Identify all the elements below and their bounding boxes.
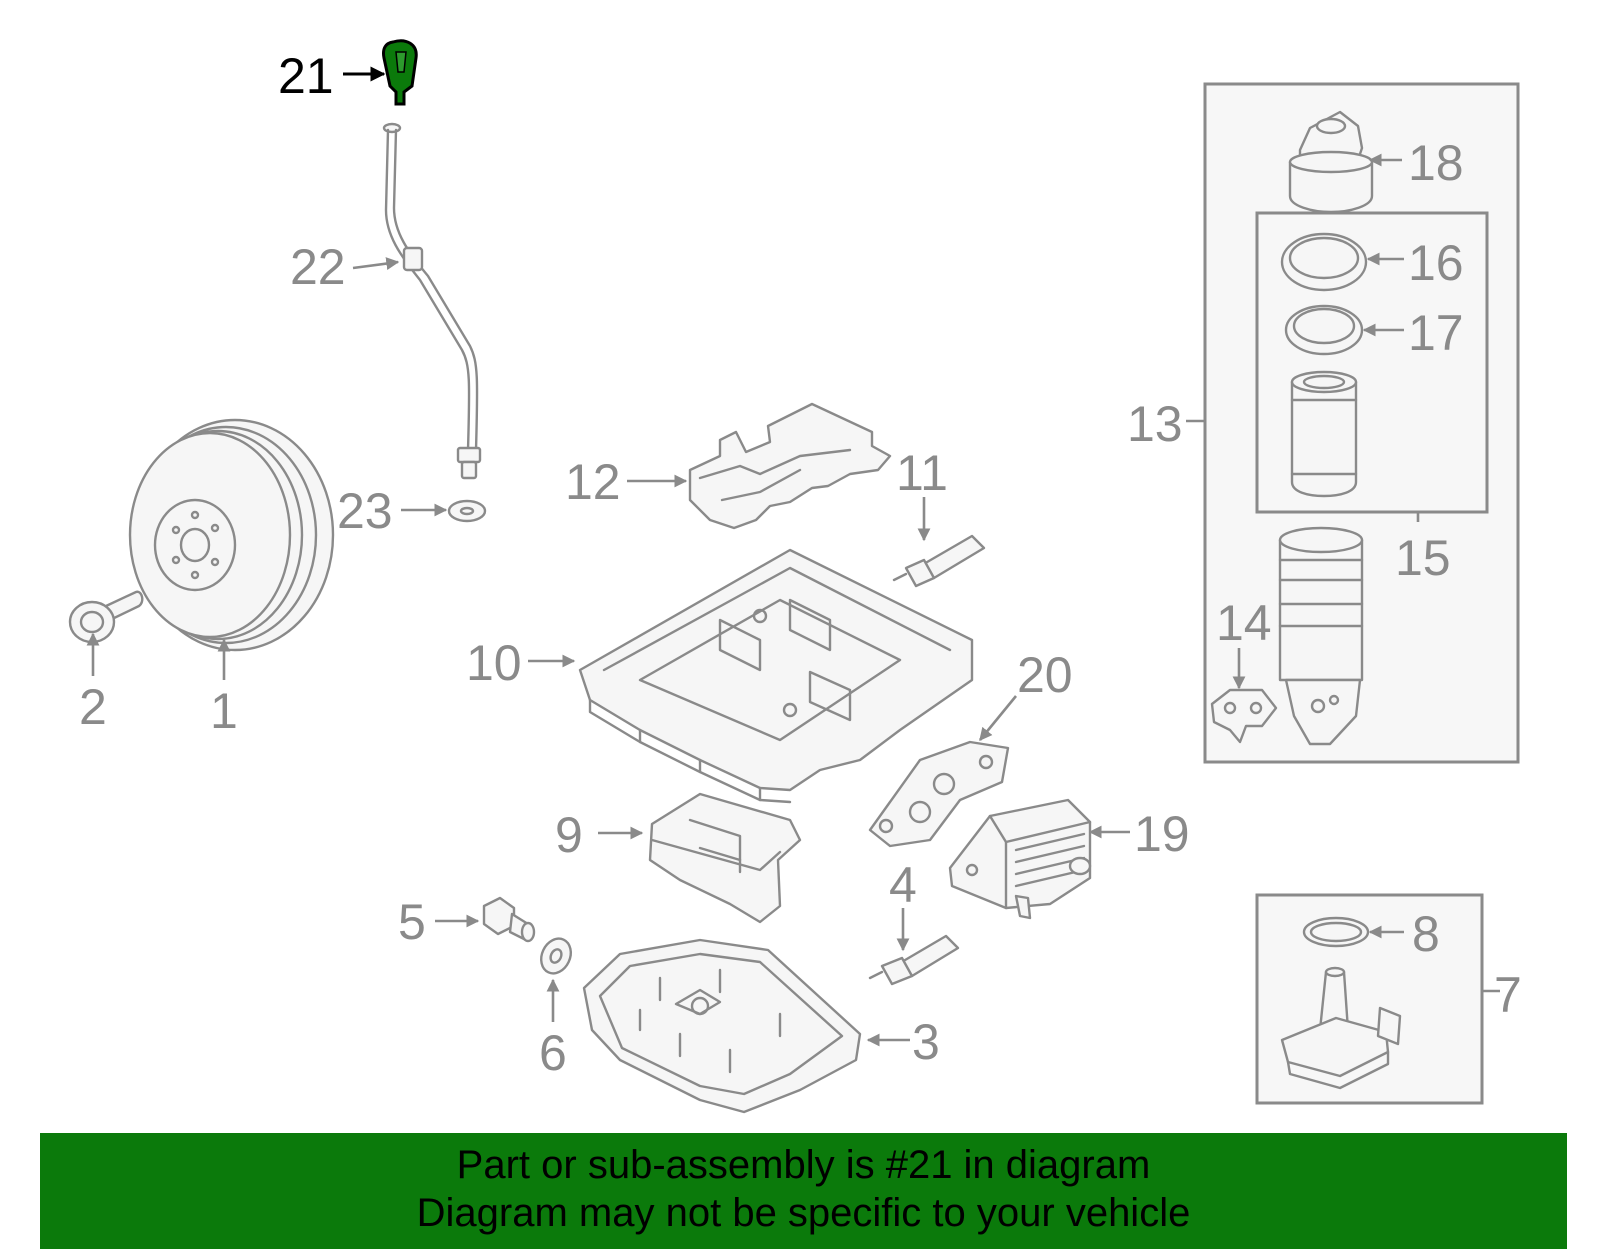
callout-4[interactable]: 4 — [889, 857, 917, 913]
banner-vehicle-disclaimer: Diagram may not be specific to your vehi… — [416, 1191, 1191, 1235]
oil-baffle-part-9[interactable] — [648, 792, 802, 924]
callout-18[interactable]: 18 — [1408, 135, 1464, 191]
callout-13[interactable]: 13 — [1127, 396, 1183, 452]
callout-1[interactable]: 1 — [210, 683, 238, 739]
leader-22 — [352, 257, 400, 270]
large-o-ring-part-16[interactable] — [1280, 232, 1368, 292]
lower-oil-pan-part-3[interactable] — [582, 938, 862, 1114]
callout-5[interactable]: 5 — [398, 894, 426, 950]
callout-16[interactable]: 16 — [1408, 235, 1464, 291]
dipstick-tube-part-22[interactable] — [382, 122, 482, 480]
filter-element[interactable] — [1290, 370, 1358, 498]
callout-6[interactable]: 6 — [539, 1025, 567, 1081]
dipstick-handle-part-21[interactable] — [382, 39, 418, 106]
callout-23[interactable]: 23 — [337, 483, 393, 539]
callout-10[interactable]: 10 — [466, 635, 522, 691]
callout-15[interactable]: 15 — [1395, 530, 1451, 586]
callout-21[interactable]: 21 — [278, 48, 334, 104]
small-o-ring-part-17[interactable] — [1284, 304, 1364, 356]
drain-plug-part-5[interactable] — [482, 896, 536, 943]
callout-19[interactable]: 19 — [1134, 806, 1190, 862]
oil-cooler-part-19[interactable] — [948, 798, 1092, 920]
oil-pan-upper-section-part-10[interactable] — [578, 548, 974, 804]
callout-20[interactable]: 20 — [1017, 647, 1073, 703]
leader-20 — [978, 695, 1018, 742]
sensor-o-ring-part-8[interactable] — [1302, 916, 1370, 948]
filter-housing-gasket-part-14[interactable] — [1210, 688, 1278, 744]
oil-level-sensor[interactable] — [1280, 966, 1402, 1090]
sealant-tube-part-4[interactable] — [868, 934, 960, 986]
sealant-tube-part-11[interactable] — [892, 534, 986, 588]
callout-12[interactable]: 12 — [565, 454, 621, 510]
callout-3[interactable]: 3 — [912, 1014, 940, 1070]
pulley-bolt-part-2[interactable] — [68, 590, 144, 644]
oil-cooler-gasket-part-20[interactable] — [868, 740, 1010, 848]
drain-plug-washer-part-6[interactable] — [536, 934, 577, 978]
callout-14[interactable]: 14 — [1216, 595, 1272, 651]
callout-9[interactable]: 9 — [555, 807, 583, 863]
callout-2[interactable]: 2 — [79, 679, 107, 735]
callout-11[interactable]: 11 — [896, 445, 948, 501]
callout-17[interactable]: 17 — [1408, 305, 1464, 361]
oil-filter-cap-part-18[interactable] — [1288, 110, 1374, 214]
callout-7[interactable]: 7 — [1494, 967, 1522, 1023]
banner-part-notice: Part or sub-assembly is #21 in diagram — [456, 1143, 1151, 1187]
upper-oil-pan-cover-part-12[interactable] — [688, 402, 892, 530]
washer-part-23[interactable] — [447, 499, 487, 523]
crankshaft-pulley-part-1[interactable] — [128, 418, 335, 652]
callout-8[interactable]: 8 — [1412, 906, 1440, 962]
callout-22[interactable]: 22 — [290, 239, 346, 295]
oil-filter-housing[interactable] — [1278, 526, 1364, 746]
notice-banner: Part or sub-assembly is #21 in diagram D… — [40, 1133, 1567, 1249]
